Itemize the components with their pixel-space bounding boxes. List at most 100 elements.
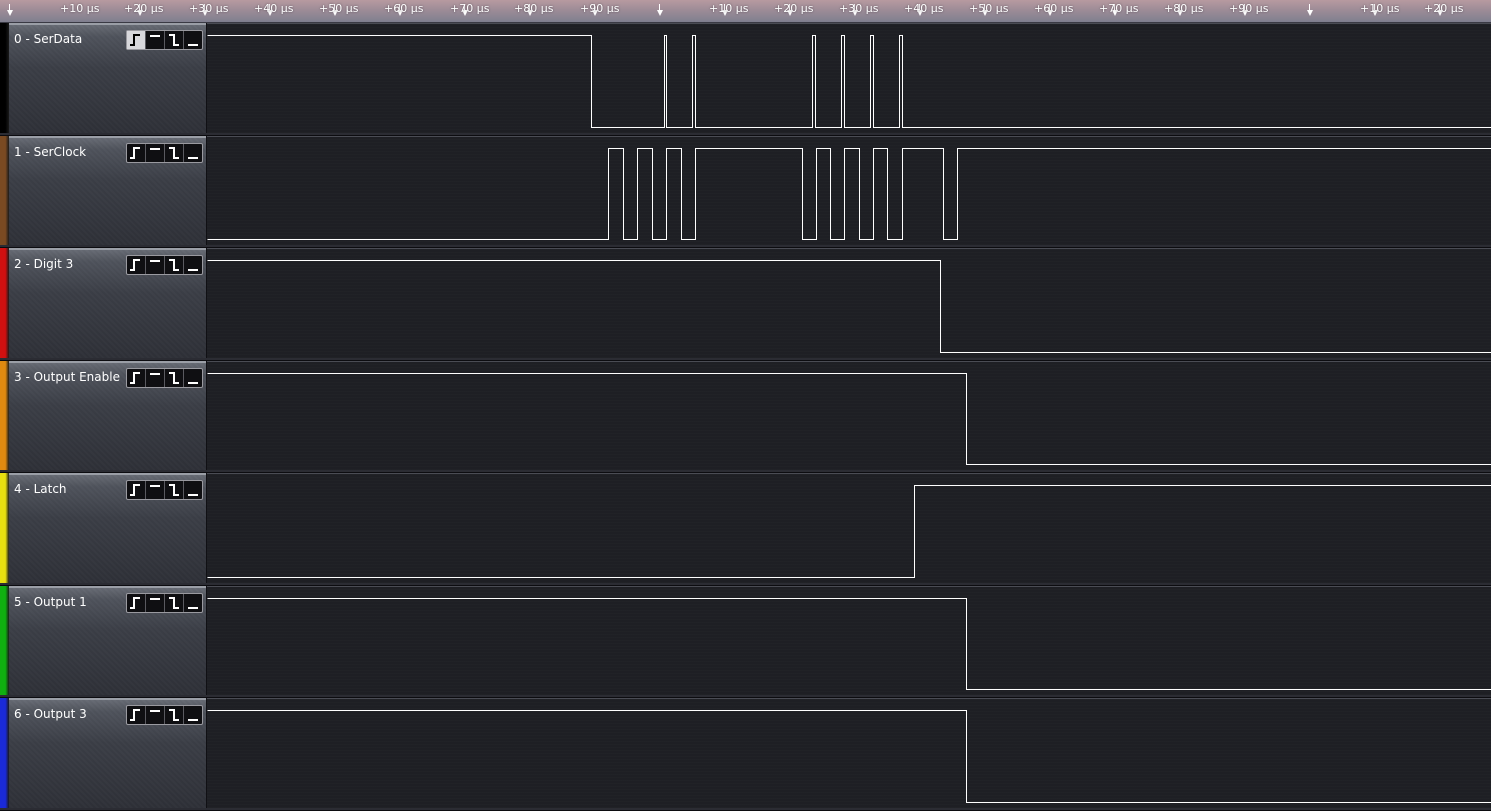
channel-label-panel[interactable]: 0 - SerData — [9, 23, 207, 136]
ruler-marker-icon — [592, 4, 598, 16]
channel-label-panel[interactable]: 4 - Latch — [9, 473, 207, 586]
high-level-icon — [146, 144, 164, 162]
ruler-tick-label: +60 µs — [1034, 2, 1074, 15]
channel-label-panel[interactable]: 2 - Digit 3 — [9, 248, 207, 361]
falling-edge-icon — [165, 481, 183, 499]
trigger-selector — [126, 143, 203, 163]
rising-edge-trigger-button[interactable] — [127, 706, 146, 724]
ruler-marker-icon — [267, 4, 273, 16]
channel-row[interactable]: 3 - Output Enable — [0, 361, 1491, 473]
rising-edge-trigger-button[interactable] — [127, 31, 146, 49]
falling-edge-icon — [165, 144, 183, 162]
ruler-marker-icon — [462, 4, 468, 16]
falling-edge-trigger-button[interactable] — [165, 369, 184, 387]
signal-trace — [207, 35, 1491, 128]
low-level-trigger-button[interactable] — [184, 144, 202, 162]
ruler-marker-icon — [202, 4, 208, 16]
ruler-tick-label: +30 µs — [189, 2, 229, 15]
low-level-trigger-button[interactable] — [184, 256, 202, 274]
ruler-marker-icon — [1372, 4, 1378, 16]
channel-name: 5 - Output 1 — [14, 595, 87, 609]
ruler-marker-icon — [7, 4, 13, 16]
falling-edge-trigger-button[interactable] — [165, 481, 184, 499]
low-level-trigger-button[interactable] — [184, 481, 202, 499]
rising-edge-icon — [127, 481, 145, 499]
high-level-trigger-button[interactable] — [146, 706, 165, 724]
waveform-area[interactable] — [207, 136, 1491, 248]
channel-label-panel[interactable]: 1 - SerClock — [9, 136, 207, 248]
rising-edge-icon — [127, 144, 145, 162]
ruler-tick-label: +50 µs — [319, 2, 359, 15]
falling-edge-icon — [165, 369, 183, 387]
waveform-area[interactable] — [207, 698, 1491, 811]
low-level-icon — [184, 256, 202, 274]
falling-edge-icon — [165, 256, 183, 274]
waveform-svg — [207, 260, 1491, 353]
low-level-trigger-button[interactable] — [184, 594, 202, 612]
channel-label-panel[interactable]: 3 - Output Enable — [9, 361, 207, 473]
row-divider — [0, 133, 1491, 136]
channel-color-strip — [0, 361, 9, 473]
high-level-icon — [146, 256, 164, 274]
signal-trace — [207, 598, 1491, 690]
ruler-marker-icon — [137, 4, 143, 16]
high-level-icon — [146, 481, 164, 499]
channel-row[interactable]: 4 - Latch — [0, 473, 1491, 586]
channel-color-strip — [0, 248, 9, 361]
ruler-marker-icon — [1047, 4, 1053, 16]
rising-edge-trigger-button[interactable] — [127, 481, 146, 499]
low-level-trigger-button[interactable] — [184, 369, 202, 387]
falling-edge-trigger-button[interactable] — [165, 594, 184, 612]
channel-row[interactable]: 1 - SerClock — [0, 136, 1491, 248]
ruler-marker-icon — [1112, 4, 1118, 16]
ruler-marker-icon — [332, 4, 338, 16]
channel-row[interactable]: 5 - Output 1 — [0, 586, 1491, 698]
ruler-marker-icon — [1242, 4, 1248, 16]
falling-edge-trigger-button[interactable] — [165, 144, 184, 162]
ruler-tick-label: +10 µs — [709, 2, 749, 15]
channel-label-panel[interactable]: 5 - Output 1 — [9, 586, 207, 698]
waveform-area[interactable] — [207, 473, 1491, 586]
ruler-tick-label: +70 µs — [1099, 2, 1139, 15]
high-level-trigger-button[interactable] — [146, 31, 165, 49]
row-divider — [0, 470, 1491, 473]
trigger-selector — [126, 30, 203, 50]
channel-color-strip — [0, 586, 9, 698]
row-divider — [0, 245, 1491, 248]
low-level-trigger-button[interactable] — [184, 31, 202, 49]
channel-color-strip — [0, 136, 9, 248]
channel-name: 3 - Output Enable — [14, 370, 120, 384]
waveform-area[interactable] — [207, 23, 1491, 136]
rising-edge-trigger-button[interactable] — [127, 144, 146, 162]
channel-row[interactable]: 6 - Output 3 — [0, 698, 1491, 811]
falling-edge-icon — [165, 706, 183, 724]
rising-edge-trigger-button[interactable] — [127, 594, 146, 612]
falling-edge-trigger-button[interactable] — [165, 256, 184, 274]
falling-edge-trigger-button[interactable] — [165, 31, 184, 49]
rising-edge-icon — [127, 31, 145, 49]
high-level-trigger-button[interactable] — [146, 594, 165, 612]
waveform-area[interactable] — [207, 361, 1491, 473]
high-level-trigger-button[interactable] — [146, 481, 165, 499]
falling-edge-trigger-button[interactable] — [165, 706, 184, 724]
high-level-trigger-button[interactable] — [146, 144, 165, 162]
ruler-tick-label: +10 µs — [1360, 2, 1400, 15]
channel-row[interactable]: 0 - SerData — [0, 23, 1491, 136]
low-level-trigger-button[interactable] — [184, 706, 202, 724]
rising-edge-trigger-button[interactable] — [127, 256, 146, 274]
waveform-svg — [207, 148, 1491, 240]
waveform-svg — [207, 373, 1491, 465]
ruler-tick-label: +40 µs — [254, 2, 294, 15]
channel-label-panel[interactable]: 6 - Output 3 — [9, 698, 207, 811]
waveform-area[interactable] — [207, 586, 1491, 698]
high-level-trigger-button[interactable] — [146, 256, 165, 274]
time-ruler[interactable]: +10 µs+20 µs+30 µs+40 µs+50 µs+60 µs+70 … — [0, 0, 1491, 23]
high-level-icon — [146, 31, 164, 49]
low-level-icon — [184, 706, 202, 724]
channel-row[interactable]: 2 - Digit 3 — [0, 248, 1491, 361]
row-divider — [0, 583, 1491, 586]
high-level-trigger-button[interactable] — [146, 369, 165, 387]
rising-edge-trigger-button[interactable] — [127, 369, 146, 387]
waveform-area[interactable] — [207, 248, 1491, 361]
